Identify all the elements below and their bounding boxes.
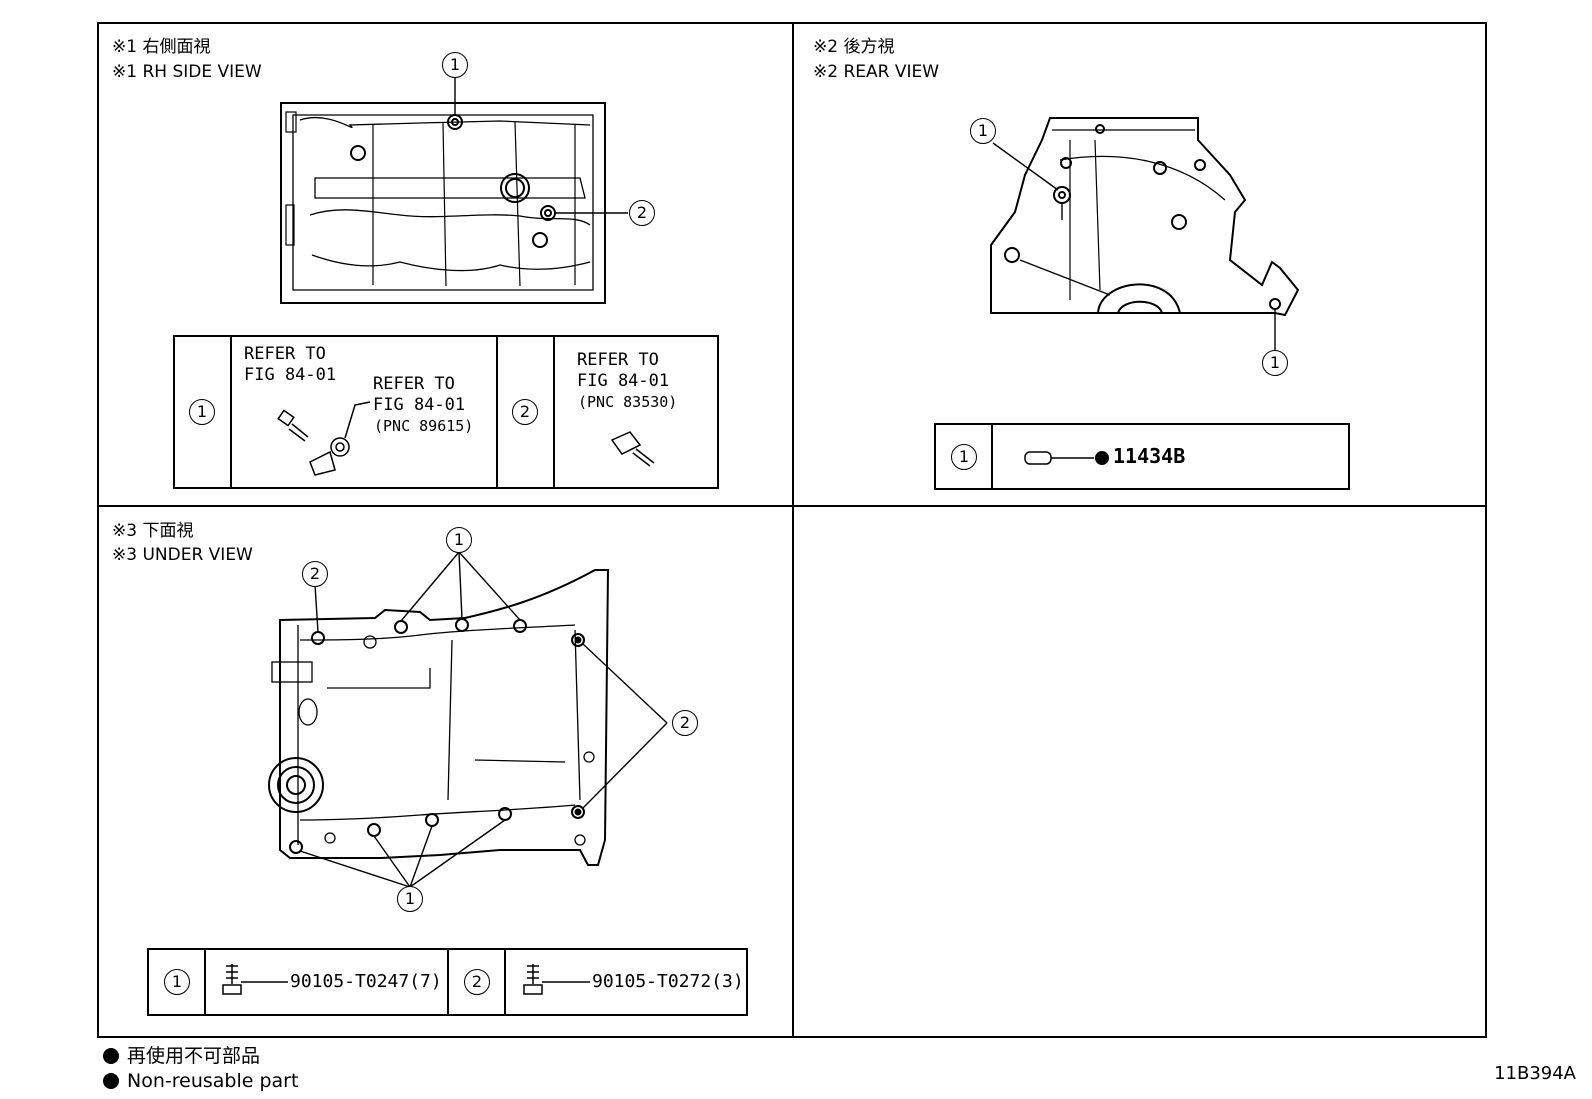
rh-ref-b-line2: FIG 84-01 [373, 395, 466, 415]
legend-en-text: Non-reusable part [127, 1070, 299, 1092]
under-table-cell-1-body [206, 950, 449, 1014]
rh-table-cell-2 [498, 337, 555, 487]
under-table-cell-2 [449, 950, 506, 1014]
under-callout-2-right: 2 [672, 710, 698, 736]
under-callout-1-top: 1 [446, 527, 472, 553]
rh-ref-a-line1: REFER TO [244, 344, 326, 364]
under-parts-table [147, 948, 748, 1016]
rh-side-caption-en: ※1 RH SIDE VIEW [112, 62, 262, 82]
figure-code: 11B394A [1494, 1063, 1576, 1084]
rear-table-cell-1 [936, 425, 993, 488]
under-table-num-2: 2 [464, 969, 490, 995]
rh-ref-b-line1: REFER TO [373, 374, 455, 394]
rh-ref-b-pnc: (PNC 89615) [374, 417, 474, 435]
rh-callout-1: 1 [442, 52, 468, 78]
rh-table-cell-1 [175, 337, 232, 487]
under-table-cell-1 [149, 950, 206, 1014]
legend-jp-text: 再使用不可部品 [127, 1045, 261, 1067]
rh-parts-table [173, 335, 719, 489]
rear-callout-1-top: 1 [970, 118, 996, 144]
under-caption-jp: ※3 下面視 [112, 521, 194, 541]
under-table-num-1: 1 [164, 969, 190, 995]
rh-ref-c-pnc: (PNC 83530) [578, 393, 678, 411]
vertical-divider [792, 22, 794, 1038]
rh-table-cell-1-body [232, 337, 498, 487]
non-reusable-dot-icon [103, 1048, 119, 1064]
legend-jp: 再使用不可部品 [103, 1044, 260, 1068]
rear-table-num-1: 1 [951, 444, 977, 470]
rh-callout-2: 2 [629, 200, 655, 226]
legend-en: Non-reusable part [103, 1069, 298, 1093]
rear-caption-jp: ※2 後方視 [813, 37, 895, 57]
rear-callout-1-bottom: 1 [1262, 350, 1288, 376]
under-callout-1-bottom: 1 [397, 886, 423, 912]
under-part-1-number: 90105-T0247(7) [290, 971, 442, 992]
rear-caption-en: ※2 REAR VIEW [813, 62, 940, 82]
rh-ref-a-line2: FIG 84-01 [244, 365, 337, 385]
rear-part-number: 11434B [1113, 444, 1186, 468]
under-part-2-number: 90105-T0272(3) [592, 971, 744, 992]
under-callout-2-left: 2 [302, 561, 328, 587]
under-caption-en: ※3 UNDER VIEW [112, 545, 253, 565]
rh-table-num-2: 2 [512, 399, 538, 425]
rh-table-num-1: 1 [189, 399, 215, 425]
rh-ref-c-line2: FIG 84-01 [577, 371, 670, 391]
rh-side-caption-jp: ※1 右側面視 [112, 37, 211, 57]
rear-parts-table [934, 423, 1350, 490]
non-reusable-dot-icon [103, 1073, 119, 1089]
rh-ref-c-line1: REFER TO [577, 350, 659, 370]
horizontal-divider [97, 505, 1487, 507]
